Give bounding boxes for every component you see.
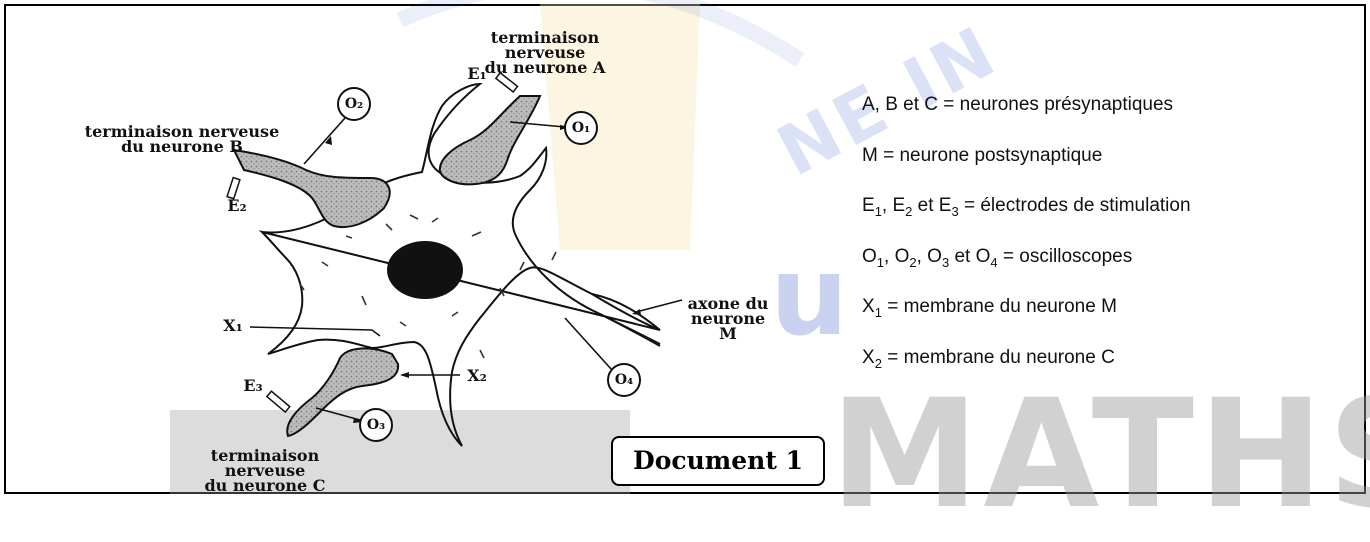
legend-item: E1, E2 et E3 = électrodes de stimulation (862, 193, 1191, 244)
legend-list: A, B et C = neurones présynaptiques M = … (862, 92, 1191, 395)
label-terminal-c: terminaison nerveuse du neurone C (170, 448, 360, 493)
pointer-x1 (250, 327, 380, 336)
legend-item: M = neurone postsynaptique (862, 143, 1191, 194)
legend-item: X2 = membrane du neurone C (862, 345, 1191, 396)
electrode-e3 (267, 391, 290, 412)
label-x1: X₁ (218, 318, 248, 333)
recording-line-o4 (565, 318, 612, 370)
label-o1: O₁ (566, 121, 596, 136)
label-e3: E₃ (238, 378, 268, 393)
nucleus (387, 241, 463, 299)
legend-item: X1 = membrane du neurone M (862, 294, 1191, 345)
label-o4: O₄ (609, 373, 639, 388)
label-axone-m: axone du neurone M (682, 296, 774, 341)
label-terminal-b: terminaison nerveuse du neurone B (82, 124, 282, 154)
recording-line-o3 (316, 408, 360, 420)
pointer-axone (636, 300, 682, 312)
label-o3: O₃ (361, 418, 391, 433)
legend-item: O1, O2, O3 et O4 = oscilloscopes (862, 244, 1191, 295)
label-e2: E₂ (222, 198, 252, 213)
label-x2: X₂ (462, 368, 492, 383)
label-o2: O₂ (339, 97, 369, 112)
legend-item: A, B et C = neurones présynaptiques (862, 92, 1191, 143)
label-e1: E₁ (462, 66, 492, 81)
document-caption: Document 1 (611, 436, 825, 486)
terminal-b (234, 150, 390, 227)
recording-line-o2 (304, 118, 345, 164)
